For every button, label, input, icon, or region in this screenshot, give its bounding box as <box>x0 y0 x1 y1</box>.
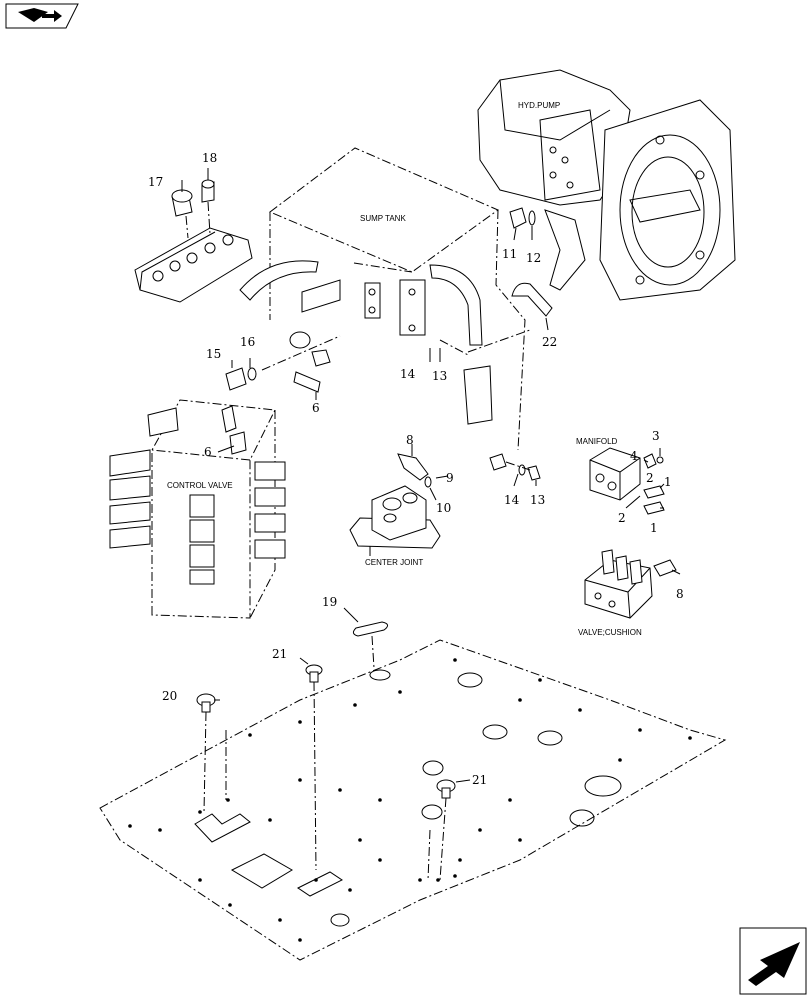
callouts: 17 18 11 12 22 15 16 6 6 14 13 8 9 10 14… <box>148 151 684 787</box>
valve-cushion-label: VALVE;CUSHION <box>578 628 642 637</box>
fitting-11-12 <box>509 207 536 229</box>
valve-cushion: VALVE;CUSHION <box>578 549 677 637</box>
callout-2-lower: 2 <box>618 511 626 525</box>
fittings-14-13-lower <box>489 453 541 481</box>
callout-18: 18 <box>202 151 217 165</box>
item-22-fitting <box>511 282 553 317</box>
book-arrow-icon[interactable] <box>5 3 79 29</box>
callout-8-center: 8 <box>406 433 414 447</box>
callout-14-upper: 14 <box>400 367 416 381</box>
center-joint-label: CENTER JOINT <box>365 558 423 567</box>
next-page-arrow-icon[interactable] <box>739 927 807 995</box>
center-joint: CENTER JOINT <box>349 453 441 567</box>
control-valve: CONTROL VALVE <box>109 399 286 619</box>
floor-plate <box>99 621 727 961</box>
callout-14-lower: 14 <box>504 493 520 507</box>
callout-22: 22 <box>542 335 557 349</box>
leader-lines <box>181 168 681 783</box>
callout-13-lower: 13 <box>530 493 545 507</box>
callout-15: 15 <box>206 347 221 361</box>
callout-16: 16 <box>240 335 255 349</box>
control-valve-label: CONTROL VALVE <box>167 481 233 490</box>
callout-4: 4 <box>630 449 638 463</box>
hyd-pump: HYD.PUMP <box>477 69 736 301</box>
callout-17: 17 <box>148 175 163 189</box>
sump-tank: SUMP TANK <box>239 147 531 451</box>
callout-6-upper: 6 <box>312 401 320 415</box>
callout-9: 9 <box>446 471 454 485</box>
callout-13-upper: 13 <box>432 369 447 383</box>
hyd-pump-label: HYD.PUMP <box>518 101 560 110</box>
callout-3: 3 <box>652 429 660 443</box>
callout-2-upper: 2 <box>646 471 654 485</box>
callout-1-upper: 1 <box>664 475 672 489</box>
manifold: MANIFOLD <box>576 437 665 515</box>
callout-21-upper: 21 <box>272 647 287 661</box>
callout-6-lower: 6 <box>204 445 212 459</box>
callout-10: 10 <box>436 501 451 515</box>
manifold-label: MANIFOLD <box>576 437 618 446</box>
callout-19: 19 <box>322 595 337 609</box>
fittings-15-16-6 <box>225 331 341 393</box>
callout-12: 12 <box>526 251 541 265</box>
callout-8-cushion: 8 <box>676 587 684 601</box>
callout-21-lower: 21 <box>472 773 487 787</box>
callout-11: 11 <box>502 247 517 261</box>
pilot-block <box>134 179 253 303</box>
callout-20: 20 <box>162 689 177 703</box>
sump-tank-label: SUMP TANK <box>360 214 406 223</box>
callout-1-lower: 1 <box>650 521 658 535</box>
